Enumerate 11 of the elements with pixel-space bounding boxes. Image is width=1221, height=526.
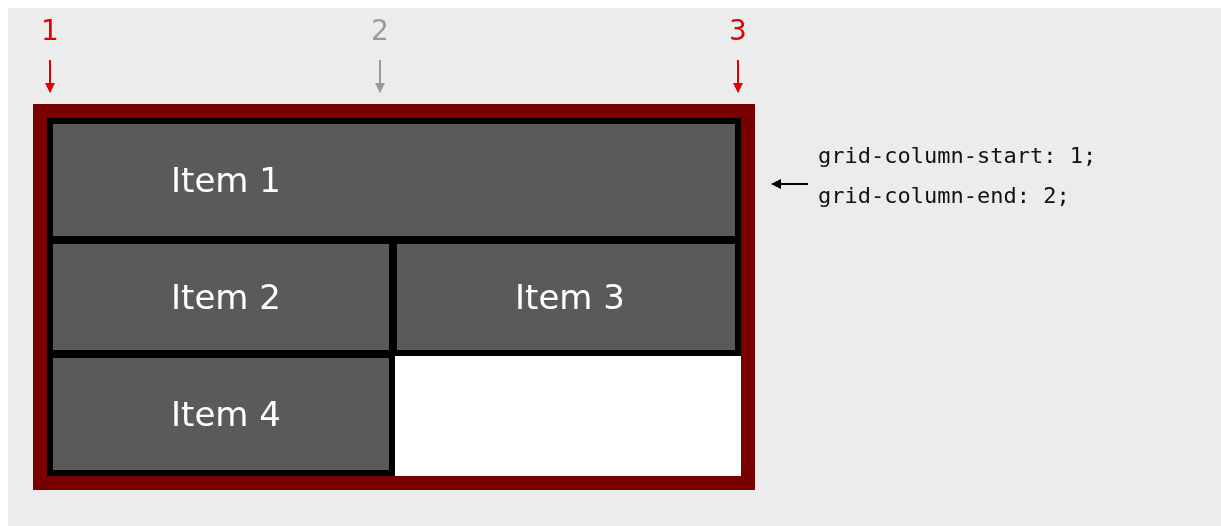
item-label: Item 2 (171, 277, 281, 317)
item-label: Item 3 (515, 277, 625, 317)
arrow (771, 179, 809, 189)
item-label: Item 1 (171, 160, 281, 200)
grid-container (33, 104, 755, 490)
code-line: grid-column-end: 2; (818, 182, 1071, 210)
item-label: Item 4 (171, 394, 281, 434)
code-line: grid-column-start: 1; (818, 142, 1098, 170)
grid-line-number: 2 (371, 14, 389, 47)
grid-line-number: 1 (41, 14, 59, 47)
grid-line-number: 3 (729, 14, 747, 47)
